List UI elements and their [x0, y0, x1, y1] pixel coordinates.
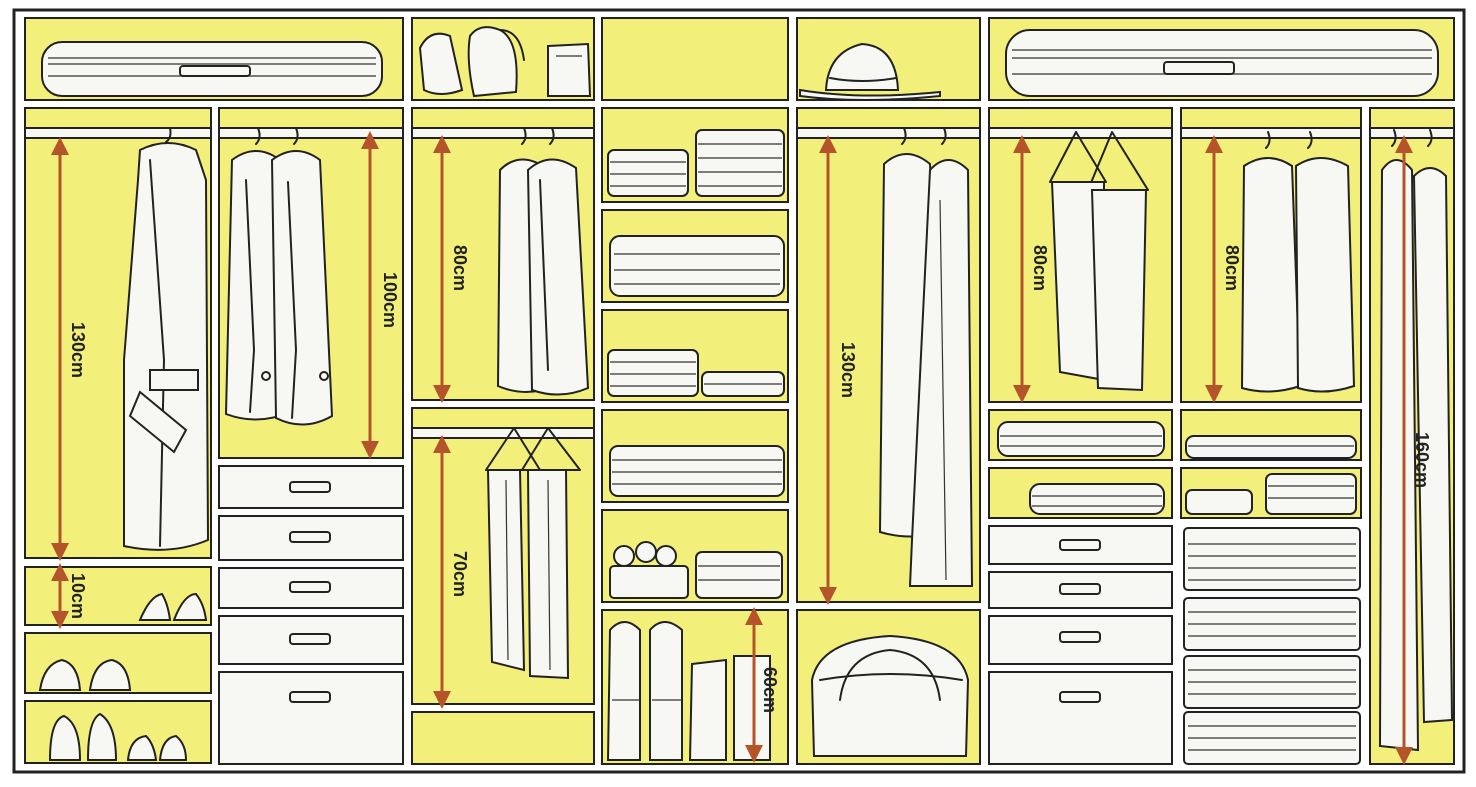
drawer[interactable] — [218, 671, 404, 765]
folded-clothes-icon — [1029, 483, 1165, 515]
shirt-icon — [496, 127, 590, 396]
bay-jackets — [218, 107, 404, 459]
drawer-handle[interactable] — [289, 481, 331, 493]
wire-basket-icon[interactable] — [1183, 711, 1361, 765]
wire-basket-icon[interactable] — [1183, 597, 1361, 651]
drawer-handle[interactable] — [1059, 539, 1101, 551]
wire-basket-icon[interactable] — [1183, 527, 1361, 591]
bay-hanging-right — [988, 107, 1173, 403]
jacket-icon — [224, 127, 334, 426]
suitcase-icon — [1005, 29, 1439, 97]
drawer-handle[interactable] — [289, 531, 331, 543]
hat-icon — [799, 42, 941, 101]
dimension-label: 80cm — [1030, 245, 1050, 291]
drawer[interactable] — [988, 671, 1173, 765]
wire-basket-icon[interactable] — [1183, 655, 1361, 709]
folded-clothes-icon — [997, 421, 1165, 457]
dimension-label: 130cm — [68, 322, 88, 378]
dimension-label: 130cm — [838, 342, 858, 398]
drawer-handle[interactable] — [1059, 583, 1101, 595]
dimension-label: 60cm — [760, 667, 780, 713]
folded-clothes-icon — [1185, 473, 1357, 515]
bay-jackets-right — [1180, 107, 1362, 403]
bottom-shelf — [411, 711, 595, 765]
shoes-icon — [138, 592, 208, 621]
dimension-label: 80cm — [450, 245, 470, 291]
trousers-icon — [485, 427, 581, 680]
folded-clothes-icon — [607, 129, 785, 599]
bay-trousers — [411, 407, 595, 705]
dimension-label: 10cm — [68, 573, 88, 619]
dimension-label: 80cm — [1222, 245, 1242, 291]
handbag-icon — [810, 634, 970, 757]
jacket-icon — [1240, 131, 1356, 393]
trousers-icon — [1049, 131, 1149, 392]
drawer-handle[interactable] — [289, 691, 331, 703]
bay-long-hanging — [24, 107, 212, 559]
folded-clothes-icon — [1185, 435, 1357, 459]
dimension-label: 160cm — [1412, 432, 1432, 488]
coat-icon — [878, 127, 974, 587]
bay-coat — [796, 107, 981, 603]
suitcase-icon — [41, 41, 383, 97]
drawer-handle[interactable] — [1059, 631, 1101, 643]
drawer-stack — [988, 525, 1173, 765]
drawer-stack — [218, 465, 404, 765]
drawer-handle[interactable] — [289, 581, 331, 593]
shoes-icon — [38, 658, 132, 691]
drawer-handle[interactable] — [1059, 691, 1101, 703]
backpack-icon — [418, 26, 592, 98]
dimension-label: 100cm — [380, 272, 400, 328]
bay-shirts — [411, 107, 595, 401]
coat-icon — [123, 127, 210, 551]
shoes-icon — [48, 712, 188, 761]
bay-long-dress — [1369, 107, 1455, 765]
drawer-handle[interactable] — [289, 633, 331, 645]
dimension-label: 70cm — [450, 551, 470, 597]
